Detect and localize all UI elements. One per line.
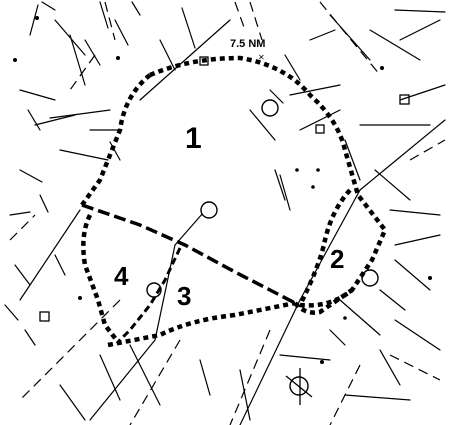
zone-label-4: 4 bbox=[114, 261, 129, 291]
background-linework bbox=[4, 1, 446, 425]
zone-1-lower-boundary bbox=[81, 203, 296, 305]
navaid-icon bbox=[200, 201, 218, 219]
navaid-icon bbox=[261, 99, 279, 117]
chart-dots bbox=[13, 16, 432, 364]
zone-label-3: 3 bbox=[177, 281, 191, 311]
dashed-airways bbox=[9, 1, 446, 425]
zone-3-4-divider bbox=[116, 247, 182, 344]
zone-2-boundary bbox=[293, 288, 354, 315]
navaid-icon bbox=[361, 269, 379, 287]
zone-3-bottom-boundary bbox=[107, 300, 296, 348]
zone-label-1: 1 bbox=[185, 122, 202, 155]
waypoint-squares bbox=[39, 56, 410, 322]
zone-boundaries bbox=[80, 55, 388, 348]
scale-label: 7.5 NM bbox=[230, 38, 265, 50]
zone-4-boundary bbox=[81, 213, 120, 344]
zone-label-2: 2 bbox=[330, 244, 344, 274]
navaid-cross bbox=[285, 375, 313, 398]
zone-1-boundary bbox=[149, 55, 388, 308]
scale-tick-icon: ✕ bbox=[258, 53, 265, 62]
